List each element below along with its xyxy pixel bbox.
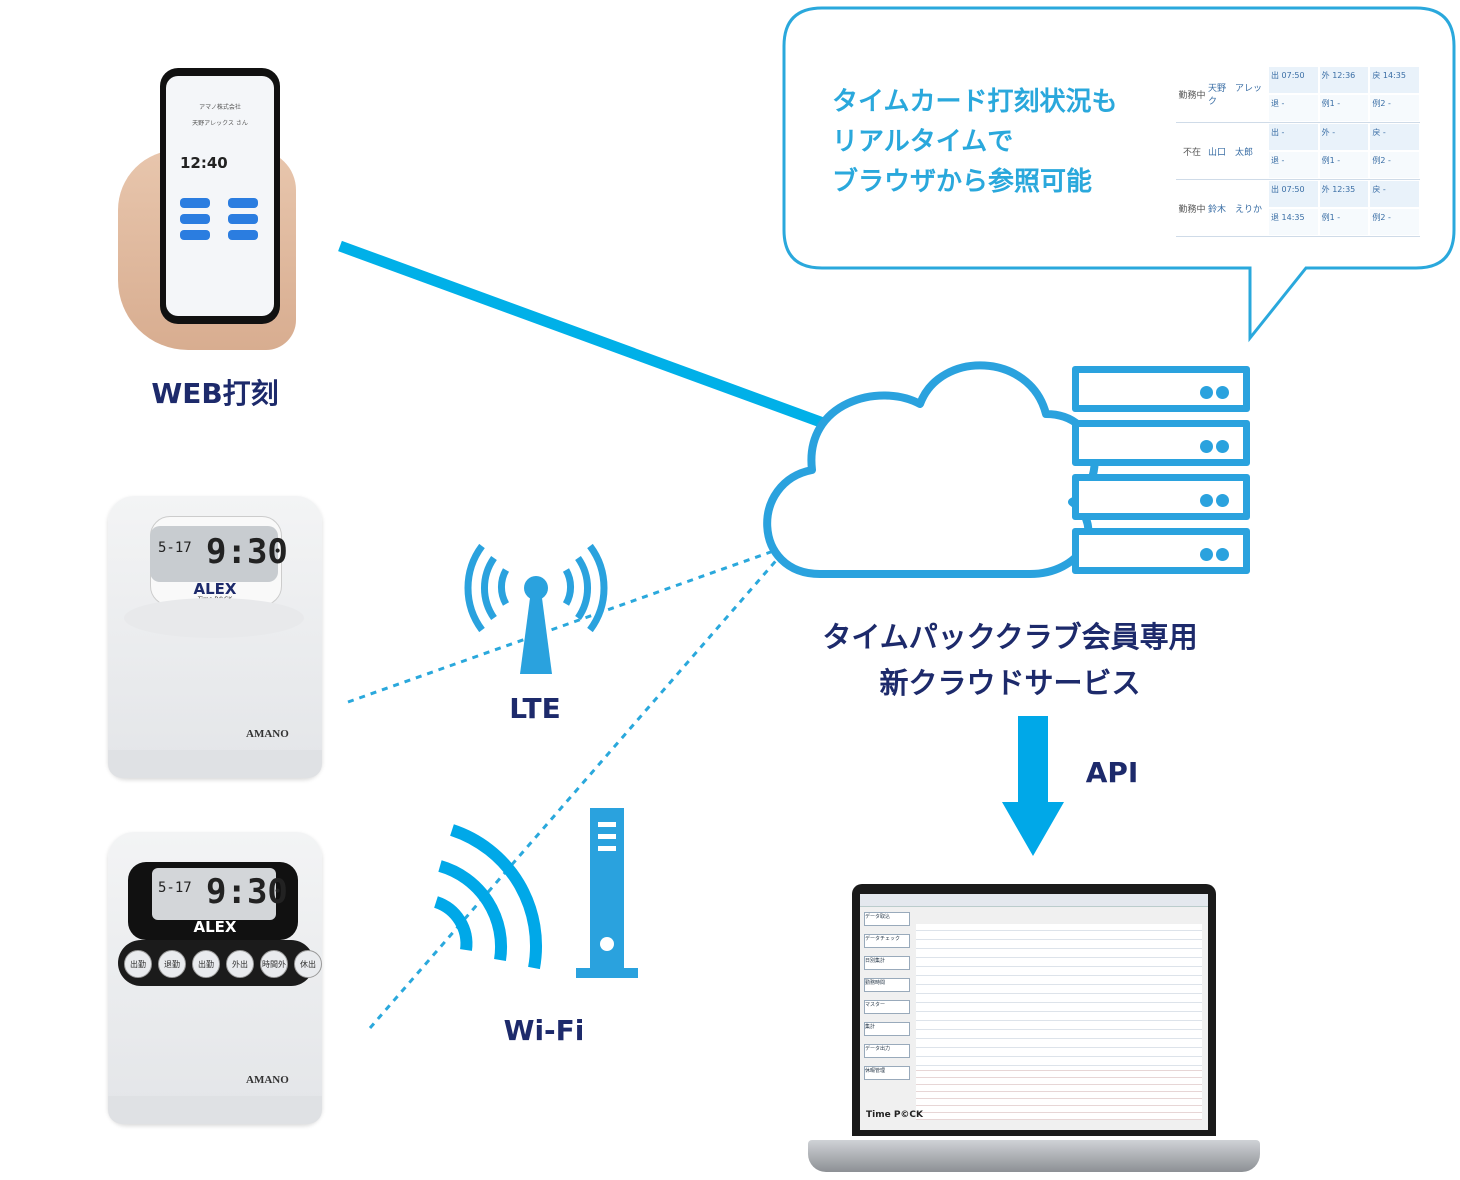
lcd-time: 9:30 (206, 532, 288, 572)
punch-cell: 例1 - (1318, 94, 1370, 122)
cloud-icon (763, 361, 1099, 578)
wifi-connection-line (368, 555, 782, 1029)
app-sidebar-item[interactable]: 休暇管理 (864, 1066, 910, 1080)
clock-punch-button[interactable]: 時間外 (260, 950, 288, 978)
punch-cell: 外 - (1318, 123, 1370, 151)
service-title-line: タイムパッククラブ会員専用 (822, 620, 1198, 654)
punch-cell: 例2 - (1369, 151, 1420, 179)
app-data-grid (916, 924, 1202, 1084)
punch-cell: 出 - (1268, 123, 1319, 151)
phone-screen: アマノ株式会社 天野アレックス さん 12:40 (166, 76, 274, 316)
web-connection-line (338, 240, 828, 430)
punch-cell: 例2 - (1369, 208, 1420, 236)
web-label: WEB打刻 (151, 377, 279, 410)
status-state: 勤務中 (1178, 90, 1206, 101)
clock-button-row: 出勤 退勤 出勤 外出 時間外 休出 (124, 950, 322, 978)
clock-punch-button[interactable]: 退勤 (158, 950, 186, 978)
app-sidebar-item[interactable]: データチェック (864, 934, 910, 948)
phone-punch-button[interactable] (228, 198, 258, 208)
app-sidebar-item[interactable]: 勤務時間 (864, 978, 910, 992)
bubble-line: リアルタイムで (832, 127, 1014, 157)
clock-punch-button[interactable]: 休出 (294, 950, 322, 978)
clock-maker: AMANO (246, 1074, 289, 1086)
punch-cell: 例1 - (1318, 208, 1370, 236)
status-table: 勤務中 天野 アレック 出 07:50 外 12:36 戻 14:35 退 - … (1176, 66, 1420, 237)
punch-cell: 戻 14:35 (1369, 66, 1420, 94)
app-sidebar-item[interactable]: 日別集計 (864, 956, 910, 970)
phone-punch-button[interactable] (180, 230, 210, 240)
lte-connection-line (347, 546, 783, 704)
punch-cell: 退 - (1268, 94, 1319, 122)
punch-cell: 外 12:36 (1318, 66, 1370, 94)
api-label: API (1085, 756, 1139, 789)
app-sidebar: データ取込 データチェック 日別集計 勤務時間 マスター 集計 データ出力 休暇… (864, 912, 910, 1088)
punch-cell: 戻 - (1369, 123, 1420, 151)
punch-cell: 戻 - (1369, 180, 1420, 208)
phone-punch-button[interactable] (180, 214, 210, 224)
app-sidebar-item[interactable]: マスター (864, 1000, 910, 1014)
punch-cell: 出 07:50 (1268, 66, 1319, 94)
clock-brand: ALEX (193, 580, 237, 598)
phone-clock: 12:40 (180, 154, 228, 172)
phone-punch-button[interactable] (228, 230, 258, 240)
bubble-line: タイムカード打刻状況も (832, 87, 1118, 117)
clock-brand: ALEX (193, 918, 237, 936)
status-row: 勤務中 鈴木 えりか 出 07:50 外 12:35 戻 - 退 14:35 例… (1176, 180, 1420, 237)
punch-cell: 例1 - (1318, 151, 1370, 179)
bubble-description: タイムカード打刻状況も リアルタイムで ブラウザから参照可能 (832, 82, 1117, 202)
server-unit (1072, 420, 1250, 466)
punch-cell: 外 12:35 (1318, 180, 1370, 208)
server-unit (1072, 474, 1250, 520)
app-logo: Time P©CK (866, 1110, 924, 1120)
employee-name: 鈴木 えりか (1208, 204, 1263, 215)
phone-company: アマノ株式会社 (199, 104, 241, 111)
punch-cell: 例2 - (1369, 94, 1420, 122)
app-sidebar-item[interactable]: データ取込 (864, 912, 910, 926)
app-sidebar-item[interactable]: データ出力 (864, 1044, 910, 1058)
app-summary-grid (916, 1066, 1202, 1120)
service-title-line: 新クラウドサービス (879, 666, 1141, 700)
phone-punch-button[interactable] (228, 214, 258, 224)
app-sidebar-item[interactable]: 集計 (864, 1022, 910, 1036)
wifi-signal-icon (433, 824, 542, 970)
status-state: 不在 (1182, 147, 1201, 158)
laptop-base (808, 1140, 1260, 1172)
lcd-date: 5-17 (158, 880, 192, 896)
wifi-router-icon (576, 808, 638, 978)
phone-user: 天野アレックス さん (192, 120, 248, 127)
server-unit (1072, 366, 1250, 412)
laptop-app-screen: データ取込 データチェック 日別集計 勤務時間 マスター 集計 データ出力 休暇… (860, 894, 1208, 1130)
wifi-label: Wi-Fi (503, 1014, 585, 1047)
lte-label: LTE (509, 692, 561, 725)
api-arrow-icon (1002, 716, 1064, 856)
service-title: タイムパッククラブ会員専用 新クラウドサービス (790, 614, 1230, 706)
server-unit (1072, 528, 1250, 574)
status-row: 勤務中 天野 アレック 出 07:50 外 12:36 戻 14:35 退 - … (1176, 66, 1420, 123)
bubble-line: ブラウザから参照可能 (832, 167, 1093, 197)
punch-cell: 退 14:35 (1268, 208, 1319, 236)
punch-cell: 退 - (1268, 151, 1319, 179)
clock-punch-button[interactable]: 外出 (226, 950, 254, 978)
clock-maker: AMANO (246, 728, 289, 740)
status-row: 不在 山口 太郎 出 - 外 - 戻 - 退 - 例1 - 例2 - (1176, 123, 1420, 180)
phone-punch-button[interactable] (180, 198, 210, 208)
lcd-date: 5-17 (158, 540, 192, 556)
clock-punch-button[interactable]: 出勤 (192, 950, 220, 978)
clock-punch-button[interactable]: 出勤 (124, 950, 152, 978)
lcd-time: 9:30 (206, 872, 288, 912)
lte-antenna-icon (464, 543, 608, 674)
lcd-display (150, 526, 278, 582)
punch-cell: 出 07:50 (1268, 180, 1319, 208)
status-state: 勤務中 (1178, 204, 1206, 215)
employee-name: 山口 太郎 (1208, 147, 1254, 158)
employee-name: 天野 アレック (1208, 84, 1263, 107)
